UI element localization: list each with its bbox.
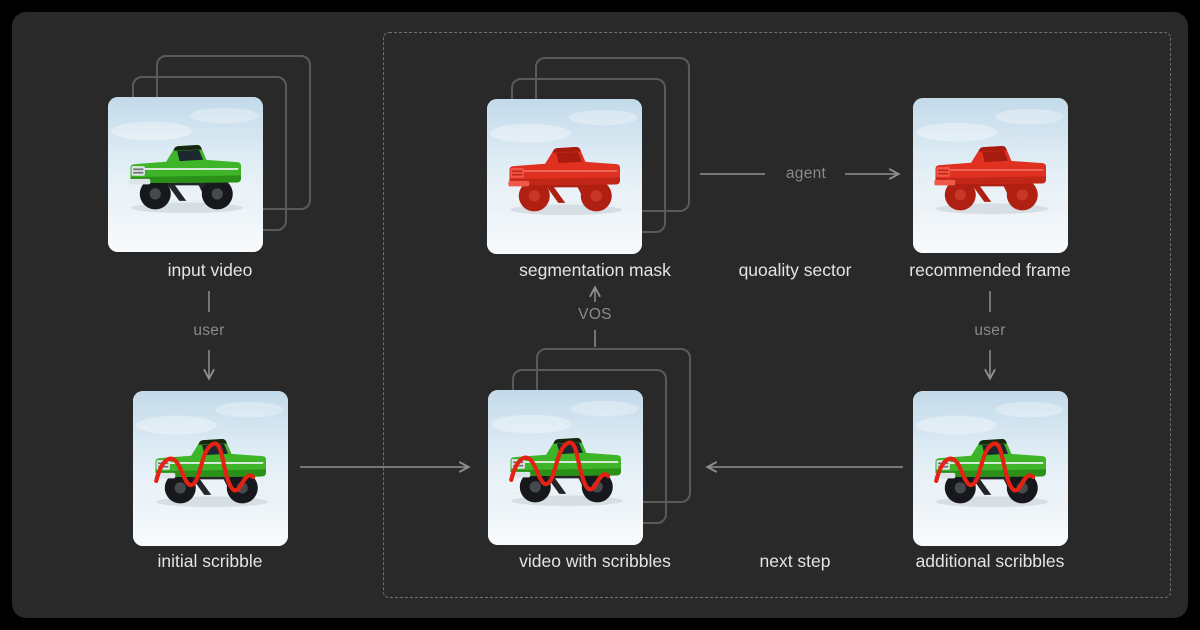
user-left-edge-label: user (193, 322, 225, 339)
input-video-label: input video (167, 260, 253, 280)
user-right-edge-label: user (974, 322, 1006, 339)
segmentation-mask-thumbnail (487, 99, 642, 254)
green-truck-scribble-image (913, 391, 1068, 546)
video-with-scribbles-thumbnail (488, 390, 643, 545)
quality-selector-caption: quoality sector (738, 260, 852, 280)
agent-edge-label: agent (785, 165, 827, 182)
video-with-scribbles-label: video with scribbles (519, 551, 671, 571)
additional-scribbles-thumbnail (913, 391, 1068, 546)
input-video-thumbnail (108, 97, 263, 252)
vos-edge-label: VOS (578, 306, 612, 323)
initial-scribble-thumbnail (133, 391, 288, 546)
additional-scribbles-label: additional scribbles (915, 551, 1065, 571)
green-truck-scribble-image (133, 391, 288, 546)
green-truck-scribble-image (488, 390, 643, 545)
agent-loop-boundary (383, 32, 1171, 598)
red-mask-truck-image (913, 98, 1068, 253)
green-truck-image (108, 97, 263, 252)
initial-scribble-label: initial scribble (157, 551, 263, 571)
recommended-frame-thumbnail (913, 98, 1068, 253)
recommended-frame-label: recommended frame (909, 260, 1071, 280)
segmentation-mask-label: segmentation mask (519, 260, 671, 280)
red-mask-truck-image (487, 99, 642, 254)
next-step-caption: next step (759, 551, 831, 571)
